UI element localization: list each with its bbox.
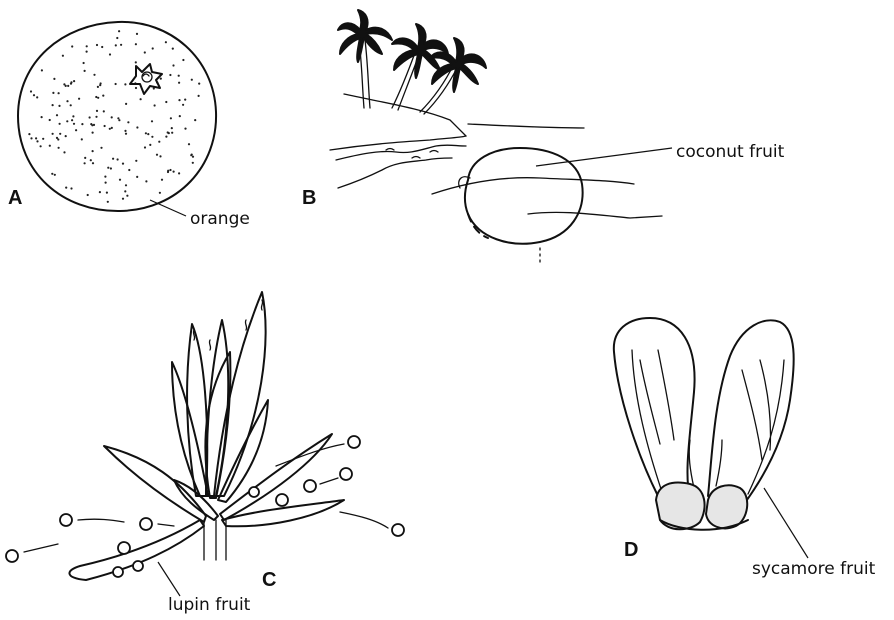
sycamore-right-wing	[708, 320, 794, 504]
orange-leader-line	[150, 200, 186, 216]
orange-calyx	[130, 64, 162, 94]
panel-d-letter: D	[624, 539, 638, 561]
panel-b-coconut: B coconut fruit	[302, 10, 785, 262]
orange-fruit	[18, 22, 216, 211]
lupin-caption: lupin fruit	[168, 595, 251, 615]
lupin-plant	[69, 292, 344, 580]
panel-b-letter: B	[302, 187, 316, 209]
wave-line-3	[338, 158, 452, 188]
panel-a-orange: A orange	[8, 22, 250, 229]
sycamore-seed-right	[706, 485, 747, 528]
orange-caption: orange	[190, 209, 250, 229]
beach-shoreline	[344, 94, 466, 136]
wave-line-1	[330, 136, 466, 150]
lupin-leader-line	[158, 562, 180, 596]
orange-calyx-center	[142, 72, 152, 82]
palm-trees	[338, 10, 486, 114]
panel-c-letter: C	[262, 569, 276, 591]
panel-d-sycamore: D sycamore fruit	[614, 318, 876, 579]
panel-c-lupin: C lupin fruit	[6, 292, 404, 615]
panel-a-letter: A	[8, 187, 22, 209]
coconut-leader-line	[536, 148, 672, 166]
sycamore-caption: sycamore fruit	[752, 559, 876, 579]
sea-surface-line	[432, 178, 634, 194]
orange-peel-dots	[28, 30, 200, 203]
coconut-caption: coconut fruit	[676, 142, 785, 162]
sycamore-left-wing	[614, 318, 695, 498]
horizon-line	[468, 124, 584, 128]
sycamore-leader-line	[764, 488, 808, 558]
